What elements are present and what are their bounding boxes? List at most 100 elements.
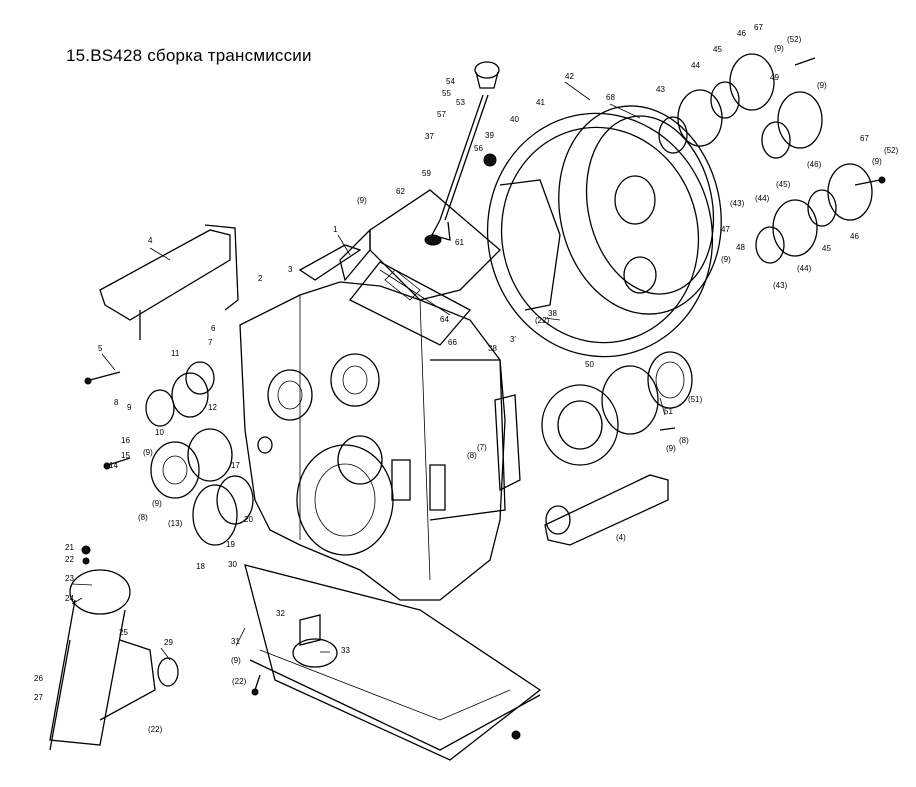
part-callout-label: 66 <box>448 338 457 347</box>
part-callout-label: 46 <box>737 29 746 38</box>
part-callout-label: 9 <box>127 403 132 412</box>
part-callout-label: (8) <box>679 436 689 445</box>
bracket-right <box>544 474 669 546</box>
part-callout-label: 20 <box>244 515 253 524</box>
part-callout-label: (22) <box>232 677 247 686</box>
part-callout-label: (22) <box>535 316 550 325</box>
output-shaft <box>49 545 179 751</box>
part-callout-label: 47 <box>721 225 730 234</box>
part-callout-label: 3' <box>510 335 516 344</box>
part-callout-label: 38 <box>488 344 497 353</box>
oil-pan <box>244 564 542 761</box>
part-callout-label: 54 <box>446 77 455 86</box>
part-callout-label: (9) <box>357 196 367 205</box>
leader-lines <box>71 81 666 661</box>
part-callout-label: 21 <box>65 543 74 552</box>
part-callout-label: 67 <box>860 134 869 143</box>
part-callout-label: 14 <box>109 461 118 470</box>
part-callout-label: 5 <box>98 344 103 353</box>
part-callout-label: 29 <box>164 638 173 647</box>
part-callout-label: 17 <box>231 461 240 470</box>
part-callout-label: 8 <box>114 398 119 407</box>
part-callout-label: 23 <box>65 574 74 583</box>
part-callout-label: (51) <box>688 395 703 404</box>
transmission-housing <box>239 281 521 601</box>
part-callout-label: (46) <box>807 160 822 169</box>
part-callout-label: (13) <box>168 519 183 528</box>
part-callout-label: 32 <box>276 609 285 618</box>
part-callout-label: 16 <box>121 436 130 445</box>
part-callout-label: 51 <box>664 407 673 416</box>
part-callout-label: 61 <box>455 238 464 247</box>
part-callout-label: 7 <box>208 338 213 347</box>
dipstick-assembly <box>424 61 500 246</box>
part-callout-label: 27 <box>34 693 43 702</box>
part-callout-label: (52) <box>884 146 899 155</box>
part-callout-label: 57 <box>437 110 446 119</box>
side-flange-right <box>541 351 693 466</box>
part-callout-label: 12 <box>208 403 217 412</box>
bracket <box>99 224 239 340</box>
right-bearing-stack-upper <box>658 53 823 159</box>
part-callout-label: (8) <box>138 513 148 522</box>
part-callout-label: 45 <box>713 45 722 54</box>
part-callout-label: 41 <box>536 98 545 107</box>
part-callout-label: 33 <box>341 646 350 655</box>
part-callout-label: 3 <box>288 265 293 274</box>
part-callout-label: 10 <box>155 428 164 437</box>
part-callout-label: 42 <box>565 72 574 81</box>
part-callout-label: (43) <box>773 281 788 290</box>
part-callout-label: 39 <box>485 131 494 140</box>
part-callout-label: 44 <box>691 61 700 70</box>
part-callout-label: 38 <box>548 309 557 318</box>
part-callout-label: 46 <box>850 232 859 241</box>
part-callout-label: (9) <box>231 656 241 665</box>
rear-cover <box>486 105 722 358</box>
part-callout-label: 48 <box>736 243 745 252</box>
part-callout-label: 30 <box>228 560 237 569</box>
part-callout-label: 40 <box>510 115 519 124</box>
part-callout-label: 18 <box>196 562 205 571</box>
part-callout-label: (9) <box>152 499 162 508</box>
part-callout-label: (43) <box>730 199 745 208</box>
part-callout-label: 25 <box>119 628 128 637</box>
part-callout-label: (9) <box>817 81 827 90</box>
part-callout-label: 24 <box>65 594 74 603</box>
top-cover <box>298 189 501 346</box>
part-callout-label: 49 <box>770 73 779 82</box>
part-callout-label: (45) <box>776 180 791 189</box>
part-callout-label: 50 <box>585 360 594 369</box>
part-callout-label: (7) <box>477 443 487 452</box>
part-callout-label: (4) <box>616 533 626 542</box>
part-callout-label: (9) <box>666 444 676 453</box>
part-callout-label: 43 <box>656 85 665 94</box>
diagram-title: 15.BS428 сборка трансмиссии <box>66 46 312 65</box>
part-callout-label: 15 <box>121 451 130 460</box>
part-callout-label: 31 <box>231 637 240 646</box>
part-callout-label: (9) <box>774 44 784 53</box>
part-callout-label: 22 <box>65 555 74 564</box>
part-callout-label: (44) <box>755 194 770 203</box>
part-callout-label: 37 <box>425 132 434 141</box>
part-callout-label: 6 <box>211 324 216 333</box>
part-callout-label: 55 <box>442 89 451 98</box>
part-callout-label: 67 <box>754 23 763 32</box>
part-callouts: 1234567891011121415161718192021222324252… <box>34 23 899 734</box>
part-callout-label: 68 <box>606 93 615 102</box>
part-callout-label: 2 <box>258 274 263 283</box>
part-callout-label: 45 <box>822 244 831 253</box>
part-callout-label: 59 <box>422 169 431 178</box>
bolts <box>84 57 886 740</box>
part-callout-label: 64 <box>440 315 449 324</box>
part-callout-label: (44) <box>797 264 812 273</box>
part-callout-label: 26 <box>34 674 43 683</box>
part-callout-label: 62 <box>396 187 405 196</box>
part-callout-label: (52) <box>787 35 802 44</box>
part-callout-label: 1 <box>333 225 338 234</box>
part-callout-label: (8) <box>467 451 477 460</box>
part-callout-label: 4 <box>148 236 153 245</box>
part-callout-label: (9) <box>872 157 882 166</box>
part-callout-label: (9) <box>721 255 731 264</box>
part-callout-label: 11 <box>171 349 180 358</box>
